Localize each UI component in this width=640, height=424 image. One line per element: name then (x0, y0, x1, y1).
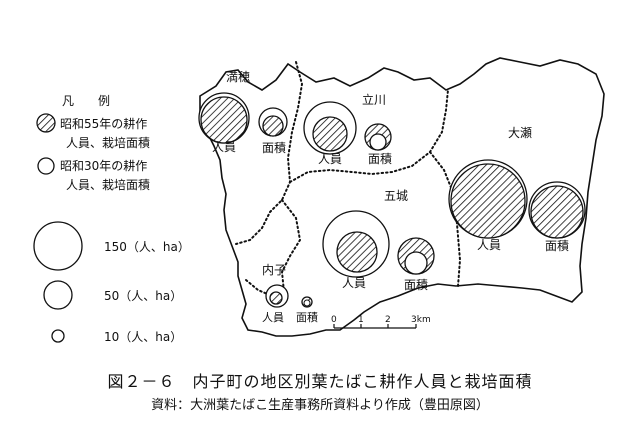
district-name: 五城 (384, 189, 408, 203)
people-label: 人員 (477, 238, 501, 252)
area-recent-circle (303, 299, 311, 307)
district-tachikawa: 立川 人員 面積 (303, 92, 392, 166)
legend-recent-line2: 人員、栽培面積 (66, 135, 150, 150)
legend-scale-circle-50 (43, 280, 73, 310)
figure-caption: 図２－６ 内子町の地区別葉たばこ耕作人員と栽培面積 (107, 372, 533, 391)
scale-tick-3: 3km (411, 315, 431, 325)
district-uchiko: 内子 人員 面積 (262, 263, 318, 324)
area-recent-circle (262, 115, 284, 137)
area-recent-circle (530, 185, 584, 239)
legend-hatched-symbol (36, 113, 56, 133)
district-manho: 満穂 人員 面積 (198, 70, 288, 155)
legend-title: 凡 例 (62, 94, 110, 108)
people-label: 人員 (212, 140, 236, 154)
scale-bar: 0 1 2 3km (331, 315, 431, 329)
legend-scale-label-150: 150（人、ha） (104, 240, 190, 254)
district-name: 大瀬 (508, 126, 532, 140)
district-ose: 大瀬 人員 面積 (448, 126, 586, 253)
legend-old-line1: 昭和30年の耕作 (60, 158, 147, 173)
people-label: 人員 (262, 311, 284, 324)
scale-tick-0: 0 (331, 315, 337, 325)
figure-source: 資料：大洲葉たばこ生産事務所資料より作成（豊田原図） (151, 398, 489, 413)
legend-scale-label-50: 50（人、ha） (104, 289, 182, 303)
legend-old-line2: 人員、栽培面積 (66, 177, 150, 192)
legend: 凡 例 昭和55年の耕作 人員、栽培面積 昭和30年の耕作 人員、栽培面積 15… (33, 94, 190, 344)
people-recent-circle (200, 96, 248, 144)
legend-open-symbol (37, 157, 55, 175)
legend-scale-circle-150 (33, 221, 83, 271)
legend-recent-line1: 昭和55年の耕作 (60, 116, 147, 131)
area-recent-circle (404, 251, 428, 275)
town-boundary (199, 57, 605, 337)
area-label: 面積 (262, 140, 286, 155)
district-gojo: 五城 人員 面積 (322, 189, 435, 292)
area-label: 面積 (296, 310, 318, 324)
people-recent-circle (312, 116, 348, 152)
area-recent-circle (369, 133, 387, 151)
area-label: 面積 (404, 277, 428, 292)
people-recent-circle (450, 163, 526, 239)
district-name: 内子 (262, 263, 286, 277)
legend-scale-circle-10 (51, 329, 65, 343)
district-name: 満穂 (226, 70, 250, 84)
scale-tick-1: 1 (358, 315, 364, 325)
area-label: 面積 (545, 238, 569, 253)
scale-tick-2: 2 (385, 315, 391, 325)
area-label: 面積 (368, 151, 392, 166)
district-name: 立川 (362, 92, 386, 107)
people-recent-circle (336, 231, 378, 273)
legend-scale-label-10: 10（人、ha） (104, 330, 182, 344)
people-label: 人員 (342, 276, 366, 290)
people-label: 人員 (318, 152, 342, 166)
people-recent-circle (269, 291, 283, 305)
